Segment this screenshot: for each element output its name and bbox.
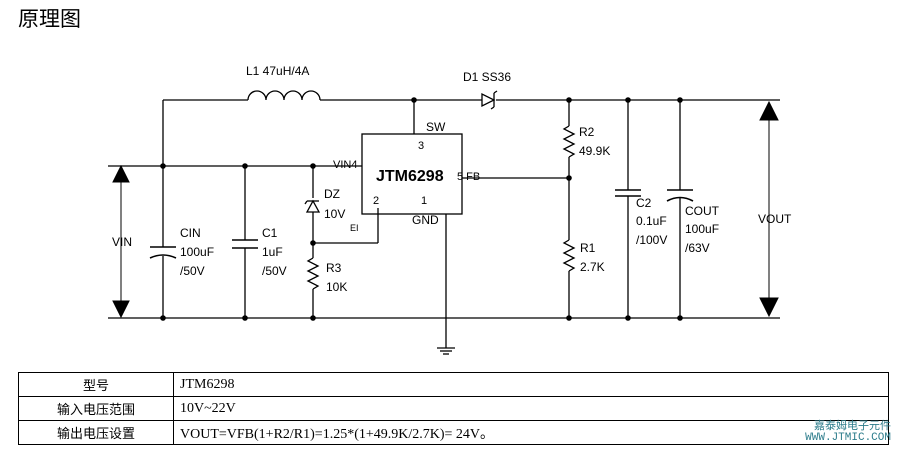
label-cout: COUT bbox=[685, 204, 720, 218]
label-c1-value2: /50V bbox=[262, 264, 287, 278]
label-c1: C1 bbox=[262, 226, 278, 240]
label-c2-value1: 0.1uF bbox=[636, 214, 667, 228]
label-pin2: 2 bbox=[373, 195, 379, 207]
vin-arrow bbox=[112, 164, 130, 319]
spec-table: 型号 JTM6298 输入电压范围 10V~22V 输出电压设置 VOUT=VF… bbox=[18, 372, 889, 445]
label-r1: R1 bbox=[580, 241, 596, 255]
label-pin5: 5 FB bbox=[457, 171, 480, 183]
label-r1-value: 2.7K bbox=[580, 260, 605, 274]
label-cin-value2: /50V bbox=[180, 264, 205, 278]
label-cout-value1: 100uF bbox=[685, 222, 719, 236]
ground-symbol bbox=[437, 347, 455, 355]
label-pin3: 3 bbox=[418, 140, 424, 152]
label-vin: VIN bbox=[112, 235, 132, 249]
label-dz-value: 10V bbox=[324, 207, 345, 221]
resistor-r2 bbox=[562, 125, 576, 158]
table-header-cell: 型号 bbox=[18, 372, 174, 397]
table-row: 型号 JTM6298 bbox=[18, 372, 889, 397]
resistor-r1 bbox=[562, 239, 576, 272]
label-dz: DZ bbox=[324, 187, 340, 201]
label-c2: C2 bbox=[636, 196, 652, 210]
circuit-schematic: L1 47uH/4A D1 SS36 SW 3 VIN4 JTM6298 5 F… bbox=[108, 64, 792, 355]
watermark-url: WWW.JTMIC.COM bbox=[805, 432, 891, 444]
label-c2-value2: /100V bbox=[636, 233, 667, 247]
table-header-cell: 输入电压范围 bbox=[18, 396, 174, 421]
table-value-cell: 10V~22V bbox=[173, 396, 889, 421]
label-pin1: 1 bbox=[421, 195, 427, 207]
label-r3: R3 bbox=[326, 261, 342, 275]
resistor-r3 bbox=[306, 257, 320, 290]
label-vout: VOUT bbox=[758, 212, 792, 226]
label-r2: R2 bbox=[579, 125, 595, 139]
label-r3-value: 10K bbox=[326, 280, 347, 294]
label-c1-value1: 1uF bbox=[262, 245, 283, 259]
label-ic: JTM6298 bbox=[376, 168, 444, 185]
label-cin-value1: 100uF bbox=[180, 245, 214, 259]
label-en: EI bbox=[350, 223, 359, 233]
label-l1: L1 47uH/4A bbox=[246, 64, 309, 78]
label-gnd: GND bbox=[412, 213, 439, 227]
label-d1: D1 SS36 bbox=[463, 70, 511, 84]
label-cout-value2: /63V bbox=[685, 241, 710, 255]
page-title: 原理图 bbox=[18, 7, 81, 31]
table-row: 输入电压范围 10V~22V bbox=[18, 396, 889, 421]
table-value-cell: VOUT=VFB(1+R2/R1)=1.25*(1+49.9K/2.7K)= 2… bbox=[173, 420, 889, 445]
table-value-cell: JTM6298 bbox=[173, 372, 889, 397]
ic-jtm6298 bbox=[361, 133, 463, 215]
label-vin4: VIN4 bbox=[333, 159, 357, 171]
watermark-text: 嘉泰姆电子元件 bbox=[814, 419, 891, 432]
label-cin: CIN bbox=[180, 226, 201, 240]
diode-d1 bbox=[481, 90, 498, 110]
vout-arrow bbox=[759, 100, 779, 318]
inductor-l1 bbox=[247, 90, 321, 101]
label-sw: SW bbox=[426, 120, 446, 134]
table-row: 输出电压设置 VOUT=VFB(1+R2/R1)=1.25*(1+49.9K/2… bbox=[18, 420, 889, 445]
zener-dz bbox=[304, 199, 321, 213]
table-header-cell: 输出电压设置 bbox=[18, 420, 174, 445]
label-r2-value: 49.9K bbox=[579, 144, 610, 158]
